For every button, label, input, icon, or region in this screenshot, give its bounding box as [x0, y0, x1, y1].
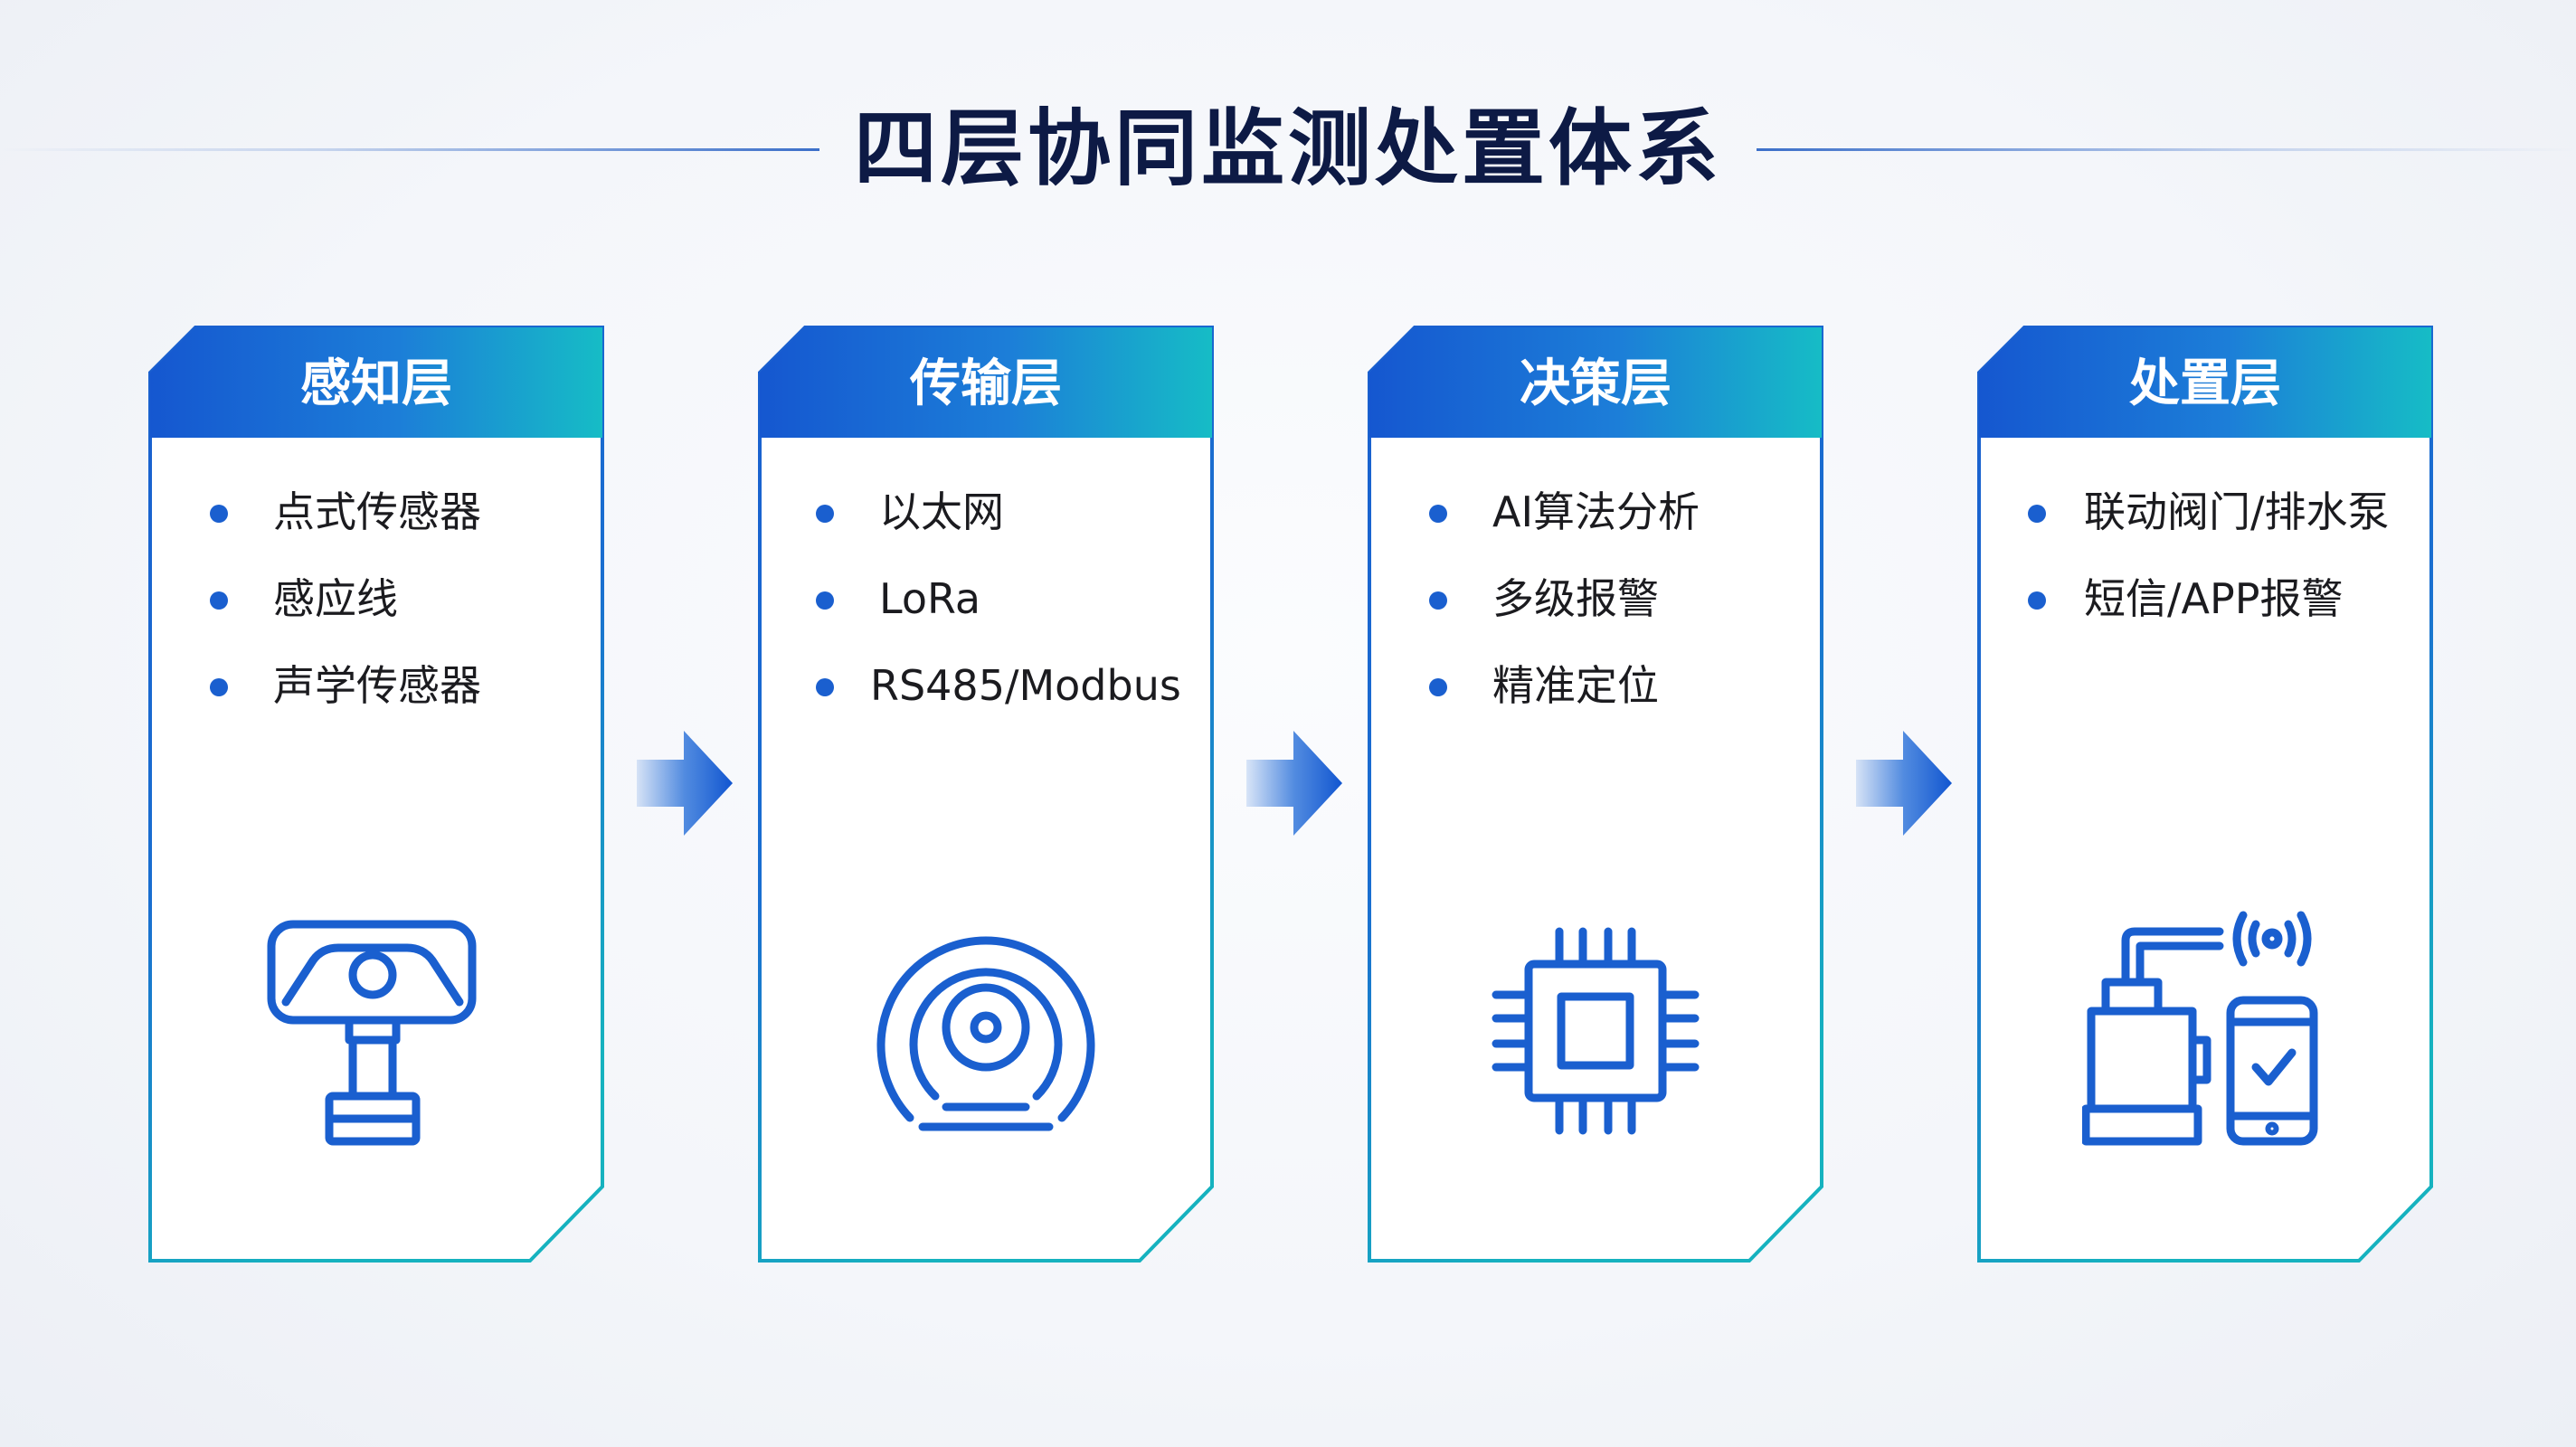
list-item-label: 点式传感器 — [273, 487, 481, 536]
layer-card-decision: 决策层 AI算法分析 多级报警 精准定位 — [1368, 326, 1823, 1263]
list-item-label: 联动阀门/排水泵 — [2084, 487, 2390, 536]
list-item: RS485/Modbus — [816, 642, 1205, 729]
bullet-icon — [816, 678, 834, 696]
layer-card-transmission: 传输层 以太网 LoRa RS485/Modbus — [758, 326, 1214, 1263]
title-divider-right — [1757, 148, 2576, 151]
list-item: 以太网 — [816, 468, 1205, 555]
bullet-icon — [210, 505, 228, 523]
processor-chip-icon — [1469, 904, 1722, 1158]
list-item: 联动阀门/排水泵 — [2028, 468, 2424, 555]
title-row: 四层协同监测处置体系 — [0, 90, 2576, 208]
list-item: AI算法分析 — [1429, 468, 1814, 555]
list-item: 点式传感器 — [210, 468, 595, 555]
bullet-icon — [2028, 505, 2046, 523]
list-item-label: 声学传感器 — [273, 661, 481, 710]
layer-item-list: 点式传感器 感应线 声学传感器 — [210, 468, 595, 729]
layer-item-list: 联动阀门/排水泵 短信/APP报警 — [2028, 468, 2424, 642]
layer-title: 决策层 — [1520, 355, 1672, 413]
bullet-icon — [816, 591, 834, 610]
bullet-icon — [2028, 591, 2046, 610]
layer-title: 传输层 — [910, 355, 1062, 413]
layer-item-list: 以太网 LoRa RS485/Modbus — [816, 468, 1205, 729]
list-item: 短信/APP报警 — [2028, 555, 2424, 642]
list-item-label: 短信/APP报警 — [2084, 574, 2344, 623]
layer-card-perception: 感知层 点式传感器 感应线 声学传感器 — [148, 326, 604, 1263]
list-item-label: RS485/Modbus — [870, 661, 1181, 710]
pump-and-phone-icon — [2081, 904, 2335, 1158]
card-frame — [1368, 326, 1823, 1263]
card-frame — [758, 326, 1214, 1263]
bullet-icon — [816, 505, 834, 523]
list-item-label: 感应线 — [273, 574, 398, 623]
bullet-icon — [210, 591, 228, 610]
list-item-label: LoRa — [879, 574, 981, 623]
list-item-label: 多级报警 — [1492, 574, 1659, 623]
bullet-icon — [210, 678, 228, 696]
bullet-icon — [1429, 678, 1447, 696]
sensor-device-icon — [250, 904, 503, 1158]
list-item: 感应线 — [210, 555, 595, 642]
flow-arrow-icon — [1854, 731, 1954, 836]
title-divider-left — [0, 148, 819, 151]
list-item: 精准定位 — [1429, 642, 1814, 729]
list-item-label: 以太网 — [879, 487, 1004, 536]
wireless-signal-icon — [859, 904, 1113, 1158]
flow-arrow-icon — [635, 731, 734, 836]
bullet-icon — [1429, 591, 1447, 610]
layer-title: 处置层 — [2129, 355, 2281, 413]
page-title: 四层协同监测处置体系 — [853, 100, 1722, 197]
flow-arrow-icon — [1245, 731, 1344, 836]
layer-title: 感知层 — [300, 355, 452, 413]
bullet-icon — [1429, 505, 1447, 523]
list-item: 声学传感器 — [210, 642, 595, 729]
list-item-label: 精准定位 — [1492, 661, 1659, 710]
list-item: LoRa — [816, 555, 1205, 642]
layer-item-list: AI算法分析 多级报警 精准定位 — [1429, 468, 1814, 729]
layer-card-disposal: 处置层 联动阀门/排水泵 短信/APP报警 — [1977, 326, 2433, 1263]
card-frame — [148, 326, 604, 1263]
list-item: 多级报警 — [1429, 555, 1814, 642]
list-item-label: AI算法分析 — [1492, 487, 1700, 536]
